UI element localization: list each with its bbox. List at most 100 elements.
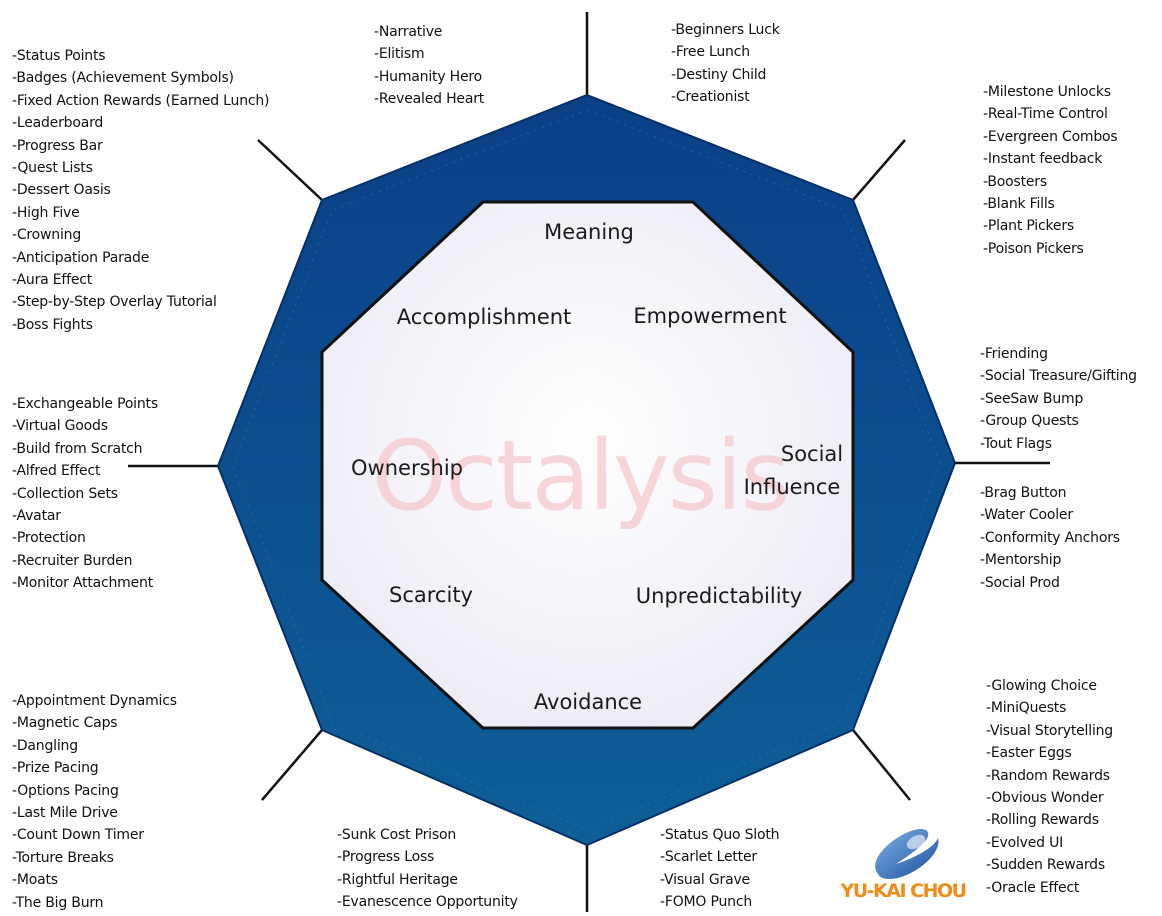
technique-item: -Count Down Timer (12, 827, 144, 844)
technique-item: -Crowning (12, 227, 82, 244)
logo-swirl-icon (875, 828, 939, 879)
core-drive-avoidance: Avoidance (533, 690, 643, 714)
technique-item: -Real-Time Control (983, 106, 1108, 123)
technique-item: -Instant feedback (983, 151, 1103, 168)
core-drive-unpredictability: Unpredictability (635, 584, 803, 608)
technique-item: -Protection (12, 530, 86, 547)
technique-item: -Monitor Attachment (12, 575, 153, 592)
technique-item: -Sudden Rewards (986, 857, 1105, 874)
core-drive-ownership: Ownership (351, 456, 463, 480)
core-drive-accomplishment: Accomplishment (396, 305, 572, 329)
techniques-bottom-center-right: -Status Quo Sloth -Scarlet Letter -Visual … (660, 824, 780, 914)
technique-item: -The Big Burn (12, 894, 104, 911)
techniques-top-left: -Status Points -Badges (Achievement Symbo… (12, 45, 270, 336)
yu-kai-chou-logo: YU-KAI CHOU (838, 822, 968, 906)
technique-item: -Build from Scratch (12, 440, 143, 457)
technique-item: -Badges (Achievement Symbols) (12, 70, 234, 87)
technique-item: -Dessert Oasis (12, 182, 111, 199)
technique-item: -Magnetic Caps (12, 715, 118, 732)
technique-item: -Virtual Goods (12, 418, 108, 435)
technique-item: -Destiny Child (671, 66, 767, 83)
technique-item: -Social Prod (980, 574, 1060, 591)
logo-text: YU-KAI CHOU (840, 880, 967, 902)
technique-item: -Conformity Anchors (980, 529, 1120, 546)
technique-item: -Status Points (12, 48, 106, 64)
technique-item: -Progress Bar (12, 137, 103, 154)
technique-item: -Torture Breaks (12, 849, 114, 866)
technique-item: -Milestone Unlocks (983, 84, 1111, 100)
technique-item: -Revealed Heart (374, 91, 485, 108)
technique-item: -Evanescence Opportunity (337, 894, 518, 911)
technique-item: -Fixed Action Rewards (Earned Lunch) (12, 92, 270, 109)
technique-item: -Random Rewards (986, 767, 1110, 784)
technique-item: -Obvious Wonder (986, 790, 1104, 807)
technique-item: -Beginners Luck (671, 22, 780, 38)
social-influence-line2: Influence (743, 475, 841, 499)
technique-item: -Water Cooler (980, 507, 1073, 524)
techniques-bottom-center-left: -Sunk Cost Prison-Progress Loss-Rightful… (337, 824, 518, 914)
technique-item: -Moats (12, 872, 58, 889)
technique-item: -Rolling Rewards (986, 812, 1099, 829)
technique-item: -Boss Fights (12, 316, 93, 333)
technique-item: -Options Pacing (12, 782, 119, 799)
technique-item: -Humanity Hero (374, 68, 483, 85)
technique-item: -Sunk Cost Prison (337, 827, 456, 843)
techniques-middle-left: -Exchangeable Points -Virtual Goods -Build… (12, 393, 158, 595)
technique-item: -Brag Button (980, 485, 1067, 501)
spoke-top-left (257, 139, 323, 201)
technique-item: -MiniQuests (986, 700, 1067, 717)
technique-item: -Appointment Dynamics (12, 693, 177, 709)
technique-item: -Anticipation Parade (12, 249, 150, 266)
technique-item: -Easter Eggs (986, 745, 1072, 762)
technique-item: -Alfred Effect (12, 463, 101, 480)
technique-item: -Recruiter Burden (12, 552, 133, 569)
spoke-bottom-right (852, 729, 911, 801)
techniques-bottom-left: -Appointment Dynamics -Magnetic Caps -Dang… (12, 690, 177, 914)
core-drive-scarcity: Scarcity (389, 583, 473, 607)
technique-item: -Narrative (374, 24, 443, 40)
technique-item: -Avatar (12, 508, 61, 525)
technique-item: -Dangling (12, 737, 78, 754)
technique-item: -Scarlet Letter (660, 849, 757, 866)
technique-item: -Prize Pacing (12, 760, 99, 777)
technique-item: -Elitism (374, 46, 425, 63)
technique-item: -Boosters (983, 173, 1047, 190)
technique-item: -Poison Pickers (983, 240, 1084, 257)
technique-item: -FOMO Punch (660, 894, 752, 911)
technique-item: -Plant Pickers (983, 218, 1074, 235)
technique-item: -Group Quests (980, 413, 1079, 430)
core-drive-meaning: Meaning (544, 220, 634, 244)
technique-item: -Aura Effect (12, 272, 93, 289)
technique-item: -Evolved UI (986, 834, 1064, 851)
technique-item: -Visual Storytelling (986, 722, 1113, 739)
technique-item: -Mentorship (980, 552, 1062, 569)
techniques-top-center-left: -Narrative -Elitism -Humanity Hero -Reveale… (374, 21, 484, 111)
spokes (128, 12, 1050, 912)
technique-item: -Social Treasure/Gifting (980, 368, 1137, 385)
technique-item: -Step-by-Step Overlay Tutorial (12, 294, 217, 311)
techniques-bottom-right: -Glowing Choice-MiniQuests-Visual Storyt… (986, 675, 1113, 899)
technique-item: -Quest Lists (12, 160, 93, 177)
social-influence-line1: Social (780, 442, 844, 466)
core-drive-empowerment: Empowerment (633, 304, 787, 328)
octalysis-watermark: Octalysis (371, 420, 791, 532)
technique-item: -Tout Flags (980, 435, 1052, 452)
inner-octagon (320, 200, 855, 730)
techniques-middle-right-upper: -Friending-Social Treasure/Gifting-SeeSa… (980, 343, 1137, 455)
technique-item: -Progress Loss (337, 849, 435, 866)
technique-item: -Leaderboard (12, 115, 104, 132)
techniques-top-right: -Milestone Unlocks -Real-Time Control -Eve… (983, 81, 1118, 260)
core-drive-social-influence: Social Influence (741, 438, 844, 504)
technique-item: -Last Mile Drive (12, 805, 118, 822)
technique-item: -Exchangeable Points (12, 396, 158, 412)
technique-item: -High Five (12, 204, 80, 221)
spoke-bottom-left (261, 729, 323, 801)
technique-item: -Free Lunch (671, 44, 750, 61)
technique-item: -Evergreen Combos (983, 128, 1118, 145)
technique-item: -Blank Fills (983, 196, 1055, 213)
technique-item: -Visual Grave (660, 871, 750, 888)
spoke-top-right (852, 139, 906, 201)
technique-item: -Oracle Effect (986, 879, 1080, 896)
technique-item: -Status Quo Sloth (660, 827, 780, 843)
